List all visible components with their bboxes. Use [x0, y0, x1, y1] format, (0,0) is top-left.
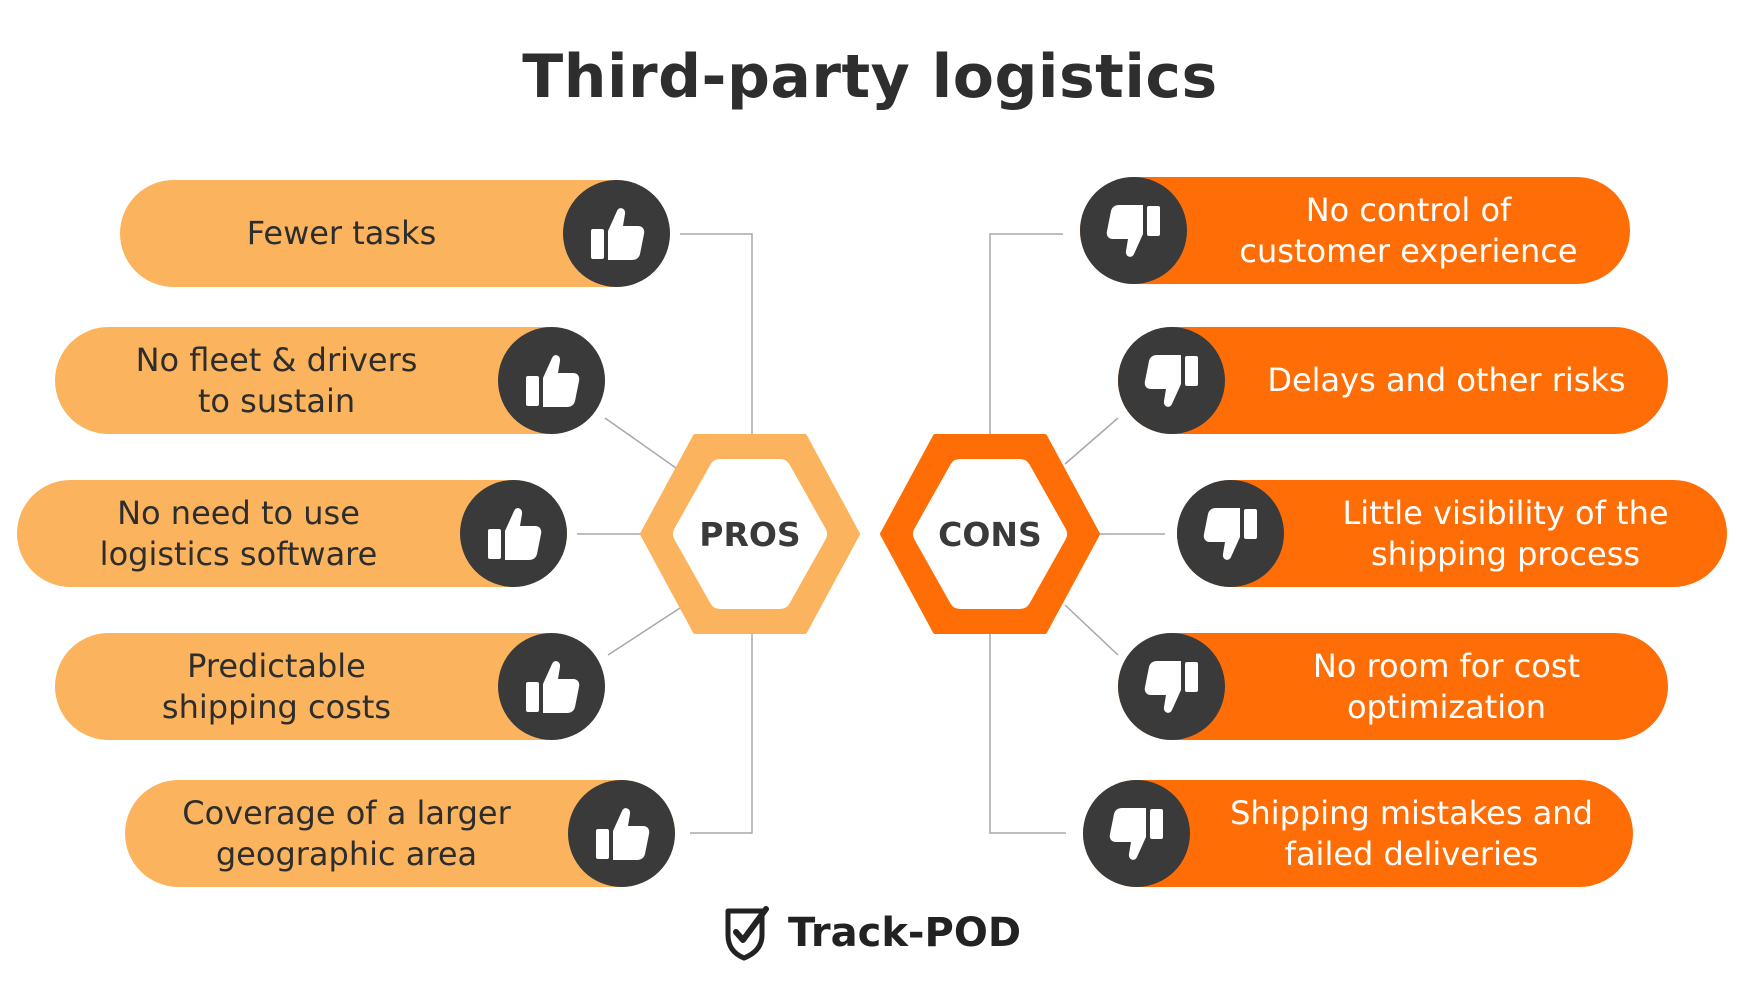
con-item: Little visibility of the shipping proces… — [1177, 480, 1727, 587]
brand-name: Track-POD — [788, 910, 1022, 956]
con-item-label: Shipping mistakes and failed deliveries — [1230, 793, 1593, 873]
connector-con-5 — [989, 628, 1066, 834]
hexagon-shape — [880, 434, 1100, 634]
pro-item-label: No fleet & drivers to sustain — [135, 340, 418, 420]
con-item: Delays and other risks — [1118, 327, 1668, 434]
con-item-label: Delays and other risks — [1267, 361, 1626, 399]
pro-item-label: Predictable shipping costs — [161, 646, 392, 726]
pro-item: Fewer tasks — [120, 180, 670, 287]
check-shield-icon — [725, 906, 769, 961]
con-item: No control of customer experience — [1080, 177, 1630, 284]
cons-label: CONS — [938, 514, 1042, 554]
thumbs-down-icon — [1177, 480, 1284, 587]
connector-pro-1 — [680, 233, 753, 438]
brand-logo: Track-POD — [722, 905, 1021, 961]
connector-pro-2 — [604, 417, 677, 469]
pro-item-label: Coverage of a larger geographic area — [182, 793, 511, 873]
pro-item: Coverage of a larger geographic area — [125, 780, 675, 887]
connector-pro-4 — [607, 607, 681, 656]
pros-hub: PROS — [640, 434, 860, 634]
con-item-label: No room for cost optimization — [1312, 646, 1581, 726]
pros-label: PROS — [699, 514, 801, 554]
pro-item: No need to use logistics software — [17, 480, 567, 587]
thumbs-up-icon — [460, 480, 567, 587]
pro-item: No fleet & drivers to sustain — [55, 327, 605, 434]
hexagon-shape — [640, 434, 860, 634]
con-item-label: No control of customer experience — [1239, 190, 1578, 270]
thumbs-down-icon — [1080, 177, 1187, 284]
connector-con-2 — [1064, 417, 1119, 465]
con-item: Shipping mistakes and failed deliveries — [1083, 780, 1633, 887]
thumbs-up-icon — [498, 633, 605, 740]
pro-item-label: Fewer tasks — [246, 214, 437, 252]
thumbs-up-icon — [563, 180, 670, 287]
connector-pro-5 — [690, 628, 753, 834]
cons-hub: CONS — [880, 434, 1100, 634]
pro-item: Predictable shipping costs — [55, 633, 605, 740]
pro-item-label: No need to use logistics software — [99, 493, 378, 573]
thumbs-up-icon — [498, 327, 605, 434]
thumbs-down-icon — [1118, 633, 1225, 740]
connector-con-4 — [1064, 604, 1119, 656]
con-item: No room for cost optimization — [1118, 633, 1668, 740]
thumbs-down-icon — [1083, 780, 1190, 887]
con-item-label: Little visibility of the shipping proces… — [1342, 493, 1669, 573]
page-title: Third-party logistics — [522, 42, 1218, 112]
thumbs-down-icon — [1118, 327, 1225, 434]
connector-con-1 — [989, 233, 1063, 438]
thumbs-up-icon — [568, 780, 675, 887]
